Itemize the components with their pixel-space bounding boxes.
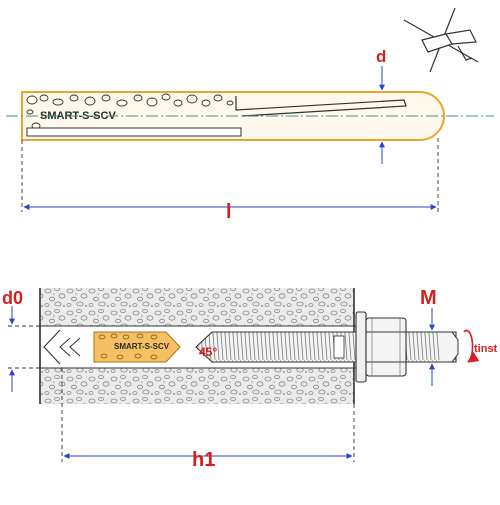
dimension-l-label: l bbox=[226, 201, 232, 223]
diameter-d-dimension: d bbox=[376, 47, 386, 164]
rod-tip bbox=[440, 331, 459, 363]
dimension-M-label: M bbox=[420, 287, 437, 309]
hole-chisel-tip bbox=[43, 329, 61, 365]
length-l-dimension: l bbox=[21, 138, 439, 223]
capsule-filler bbox=[26, 93, 234, 133]
thread-m-dimension: M bbox=[420, 287, 437, 386]
dimension-tinst-label: tinst bbox=[474, 343, 498, 355]
hex-nut bbox=[365, 317, 407, 377]
anchor-capsule-brand-label: SMART-S-SCV bbox=[114, 342, 170, 351]
drill-depth-h1-dimension: h1 bbox=[61, 368, 355, 471]
threaded-rod: 45° bbox=[195, 331, 457, 363]
svg-text:tinst: tinst bbox=[474, 343, 498, 355]
capsule-brand-label: SMART-S-SCV bbox=[40, 110, 116, 122]
dimension-d0-label: d0 bbox=[2, 288, 23, 308]
capsule-in-hole: SMART-S-SCV bbox=[93, 331, 181, 363]
dimension-d-label: d bbox=[376, 47, 386, 66]
dimension-h1-label: h1 bbox=[192, 449, 215, 471]
hole-d0-dimension: d0 bbox=[2, 288, 62, 392]
washer bbox=[355, 311, 367, 383]
torque-tinst-symbol: tinst bbox=[463, 329, 498, 363]
angle-45-label: 45° bbox=[199, 345, 217, 359]
hole-inner-arrows bbox=[59, 337, 81, 357]
hammer-drill-crossed-icon bbox=[403, 7, 479, 73]
